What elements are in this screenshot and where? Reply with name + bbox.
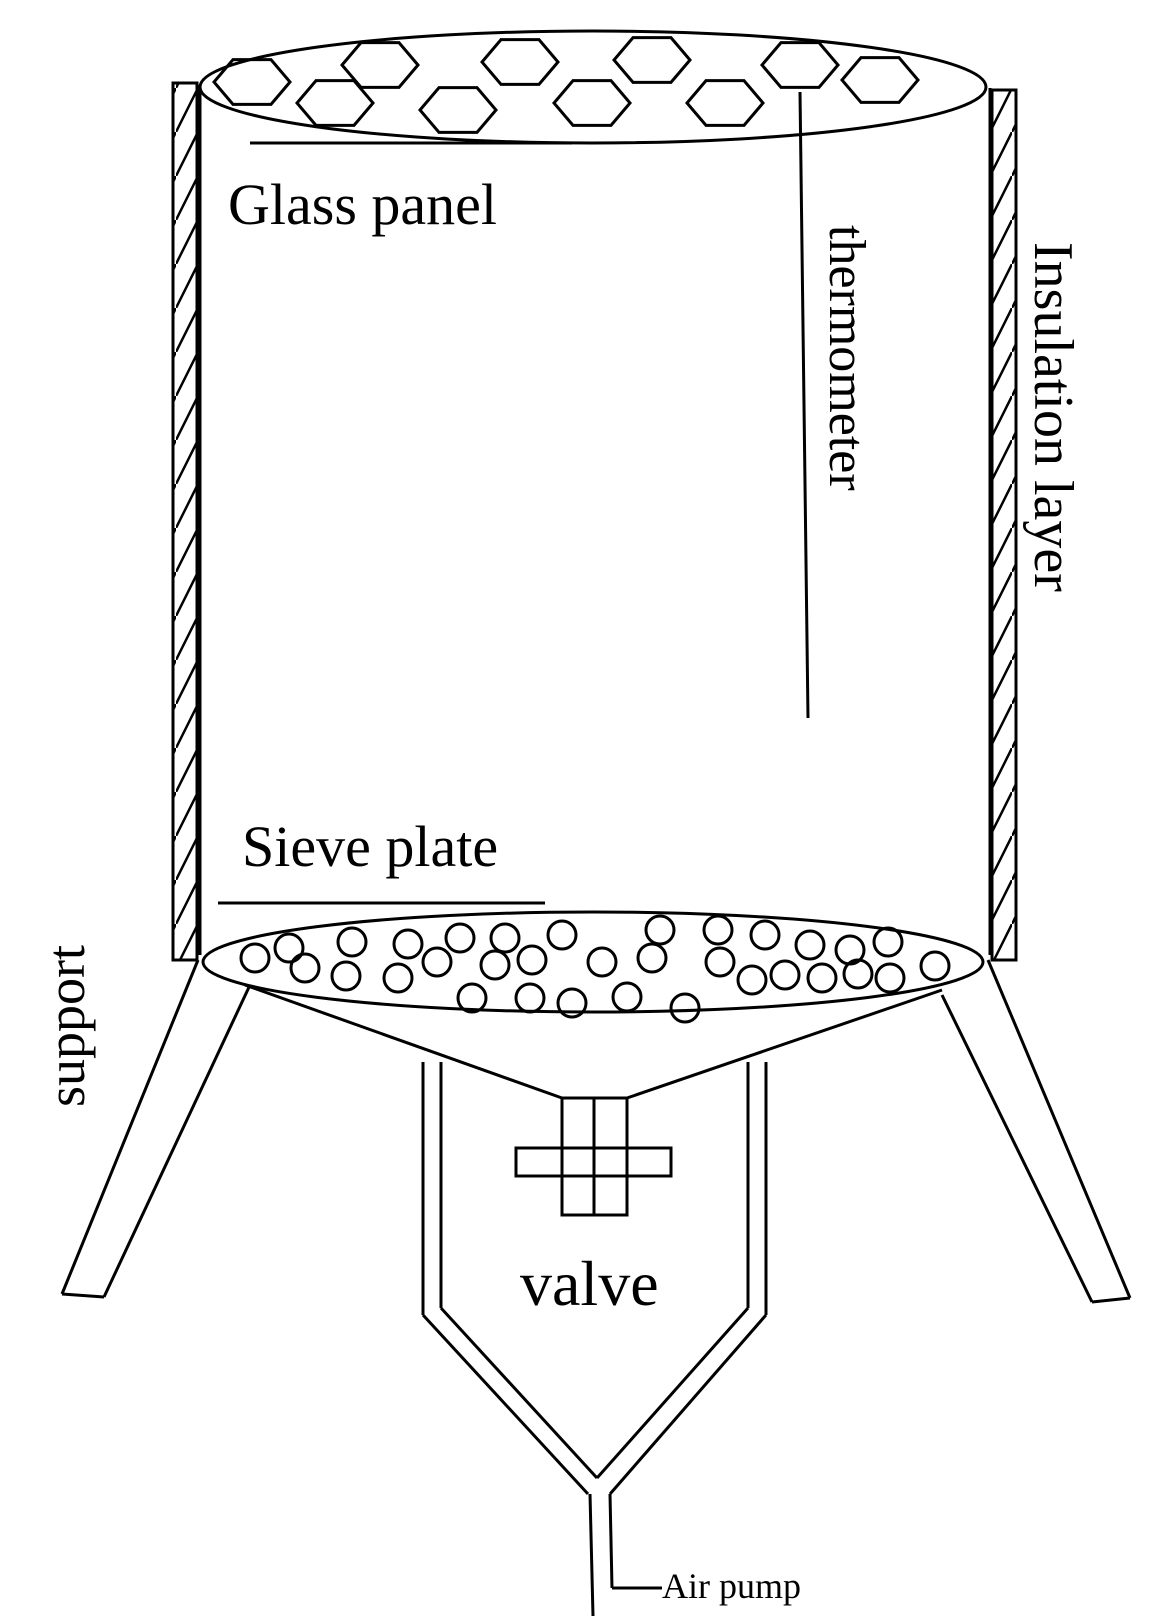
sieve-hole (489, 922, 521, 954)
sieve-hole (556, 987, 588, 1019)
sieve-hole (421, 946, 453, 978)
sieve-hole (516, 944, 548, 976)
hexagon-pellet (480, 38, 560, 86)
valve-icon (514, 1096, 673, 1217)
sieve-hole (644, 914, 676, 946)
sieve-hole (289, 952, 321, 984)
hexagon-pellet (612, 36, 692, 84)
funnel (244, 983, 943, 1100)
sieve-hole (479, 949, 511, 981)
support-label: support (36, 945, 96, 1107)
hexagon-pellet (340, 41, 420, 89)
hexagon-pellet (760, 41, 840, 89)
sieve-hole (702, 914, 734, 946)
sieve-hole (919, 950, 951, 982)
hexagon-pellet (295, 79, 375, 127)
sieve-hole (382, 962, 414, 994)
thermometer-probe (798, 91, 810, 719)
sieve-hole (546, 919, 578, 951)
hexagon-pellet (840, 56, 920, 104)
sieve-hole (749, 919, 781, 951)
sieve-hole (636, 942, 668, 974)
sieve-hole (842, 958, 874, 990)
sieve-hole (392, 928, 424, 960)
sieve-hole (239, 942, 271, 974)
sieve-hole (794, 929, 826, 961)
insulation-layer-left (171, 81, 199, 962)
sieve-hole (669, 992, 701, 1024)
sieve-plate (201, 910, 985, 1014)
sieve-hole (874, 962, 906, 994)
support-right (940, 959, 1132, 1304)
sieve-hole (444, 922, 476, 954)
glass-panel-label: Glass panel (228, 172, 497, 237)
sieve-hole (336, 926, 368, 958)
sieve-hole (273, 932, 305, 964)
sieve-hole (704, 946, 736, 978)
glass-panel-hexagons (212, 36, 920, 134)
hexagon-pellet (685, 79, 765, 127)
sieve-hole (736, 964, 768, 996)
insulation-layer-label: Insulation layer (1022, 242, 1084, 592)
sieve-hole (769, 959, 801, 991)
insulation-layer-right (990, 88, 1018, 962)
glass-panel-top (198, 29, 988, 145)
sieve-plate-holes (239, 914, 951, 1024)
sieve-hole (872, 926, 904, 958)
sieve-hole (806, 962, 838, 994)
support-left (60, 959, 252, 1299)
hexagon-pellet (212, 58, 292, 106)
outer-chamber (421, 1062, 768, 1617)
sieve-hole (611, 981, 643, 1013)
valve-label: valve (520, 1248, 659, 1319)
hexagon-pellet (418, 86, 498, 134)
sieve-plate-label: Sieve plate (242, 814, 498, 879)
hexagon-pellet (552, 79, 632, 127)
sieve-hole (514, 982, 546, 1014)
air-pump-label: Air pump (662, 1566, 801, 1606)
thermometer-label: thermometer (818, 225, 875, 491)
sieve-hole (586, 946, 618, 978)
sieve-hole (330, 960, 362, 992)
sieve-hole (456, 982, 488, 1014)
